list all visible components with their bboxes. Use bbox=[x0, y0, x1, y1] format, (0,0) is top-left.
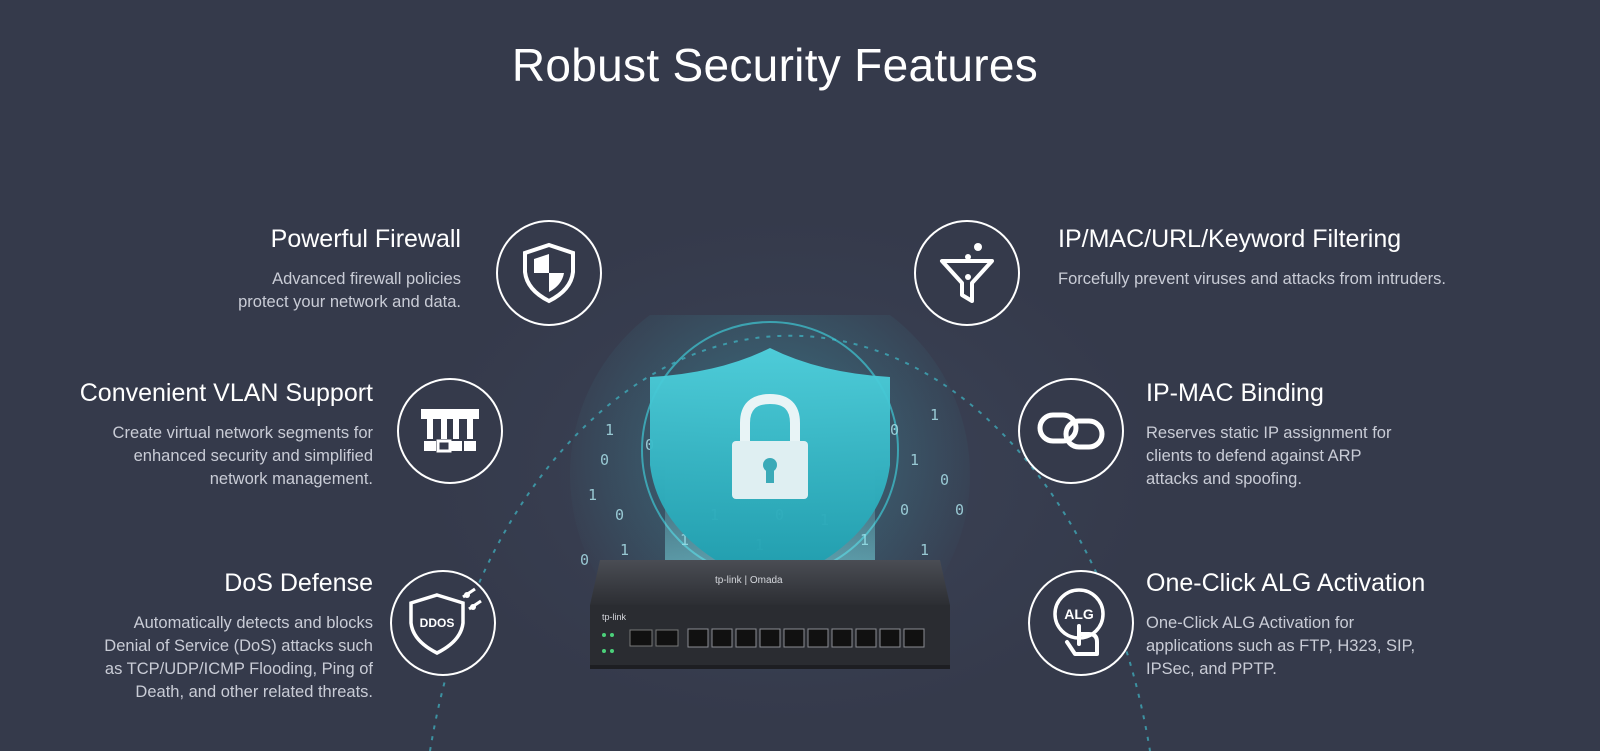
desc-line: Forcefully prevent viruses and attacks f… bbox=[1058, 270, 1446, 288]
feature-one-click-alg: One-Click ALG Activation One-Click ALG A… bbox=[1146, 568, 1566, 681]
desc-line: as TCP/UDP/ICMP Flooding, Ping of bbox=[104, 660, 373, 678]
feature-description: Create virtual network segments for enha… bbox=[30, 422, 373, 491]
vlan-icon bbox=[397, 378, 503, 484]
feature-powerful-firewall: Powerful Firewall Advanced firewall poli… bbox=[130, 224, 461, 314]
alg-touch-icon: ALG bbox=[1028, 570, 1134, 676]
svg-text:1: 1 bbox=[605, 421, 614, 439]
desc-line: One-Click ALG Activation for bbox=[1146, 614, 1355, 632]
ddos-label: DDOS bbox=[420, 616, 455, 630]
svg-text:0: 0 bbox=[900, 501, 909, 519]
feature-title: DoS Defense bbox=[224, 569, 373, 597]
desc-line: Create virtual network segments for bbox=[112, 424, 373, 442]
feature-ip-mac-binding: IP-MAC Binding Reserves static IP assign… bbox=[1146, 378, 1566, 491]
desc-line: Denial of Service (DoS) attacks such bbox=[104, 637, 373, 655]
svg-text:1: 1 bbox=[920, 541, 929, 559]
filter-funnel-icon bbox=[914, 220, 1020, 326]
desc-line: IPSec, and PPTP. bbox=[1146, 660, 1277, 678]
svg-text:0: 0 bbox=[955, 501, 964, 519]
alg-label: ALG bbox=[1064, 606, 1094, 622]
svg-text:0: 0 bbox=[580, 551, 589, 569]
svg-text:0: 0 bbox=[600, 451, 609, 469]
security-shield-illustration: 101 001 001 011 001 010 100 111 tp-link … bbox=[570, 315, 970, 675]
svg-text:0: 0 bbox=[890, 421, 899, 439]
svg-text:1: 1 bbox=[588, 486, 597, 504]
svg-text:0: 0 bbox=[645, 436, 654, 454]
svg-text:1: 1 bbox=[930, 406, 939, 424]
link-chain-icon bbox=[1018, 378, 1124, 484]
feature-description: Automatically detects and blocks Denial … bbox=[30, 612, 373, 704]
feature-title: IP-MAC Binding bbox=[1146, 379, 1324, 407]
desc-line: network management. bbox=[209, 470, 373, 488]
svg-text:1: 1 bbox=[620, 541, 629, 559]
desc-line: Automatically detects and blocks bbox=[133, 614, 373, 632]
svg-text:0: 0 bbox=[615, 506, 624, 524]
desc-line: clients to defend against ARP bbox=[1146, 447, 1362, 465]
desc-line: attacks and spoofing. bbox=[1146, 470, 1302, 488]
feature-vlan-support: Convenient VLAN Support Create virtual n… bbox=[30, 378, 373, 491]
desc-line: enhanced security and simplified bbox=[133, 447, 373, 465]
desc-line: Advanced firewall policies bbox=[272, 270, 461, 288]
page-title: Robust Security Features bbox=[511, 39, 1039, 91]
feature-description: Advanced firewall policies protect your … bbox=[130, 268, 461, 314]
feature-title: IP/MAC/URL/Keyword Filtering bbox=[1058, 225, 1402, 253]
desc-line: applications such as FTP, H323, SIP, bbox=[1146, 637, 1416, 655]
desc-line: Death, and other related threats. bbox=[135, 683, 373, 701]
svg-text:tp-link | Omada: tp-link | Omada bbox=[715, 575, 783, 586]
feature-title: Convenient VLAN Support bbox=[79, 379, 373, 407]
desc-line: protect your network and data. bbox=[238, 293, 461, 311]
svg-text:tp-link: tp-link bbox=[602, 612, 627, 622]
feature-title: One-Click ALG Activation bbox=[1146, 569, 1426, 597]
feature-ip-mac-url-keyword-filtering: IP/MAC/URL/Keyword Filtering Forcefully … bbox=[1058, 224, 1578, 291]
feature-description: Forcefully prevent viruses and attacks f… bbox=[1058, 268, 1578, 291]
shield-icon bbox=[496, 220, 602, 326]
ddos-shield-icon: DDOS bbox=[390, 570, 496, 676]
svg-text:1: 1 bbox=[910, 451, 919, 469]
feature-dos-defense: DoS Defense Automatically detects and bl… bbox=[30, 568, 373, 704]
svg-text:0: 0 bbox=[940, 471, 949, 489]
feature-description: Reserves static IP assignment for client… bbox=[1146, 422, 1566, 491]
feature-description: One-Click ALG Activation for application… bbox=[1146, 612, 1566, 681]
feature-title: Powerful Firewall bbox=[270, 225, 461, 253]
desc-line: Reserves static IP assignment for bbox=[1146, 424, 1392, 442]
